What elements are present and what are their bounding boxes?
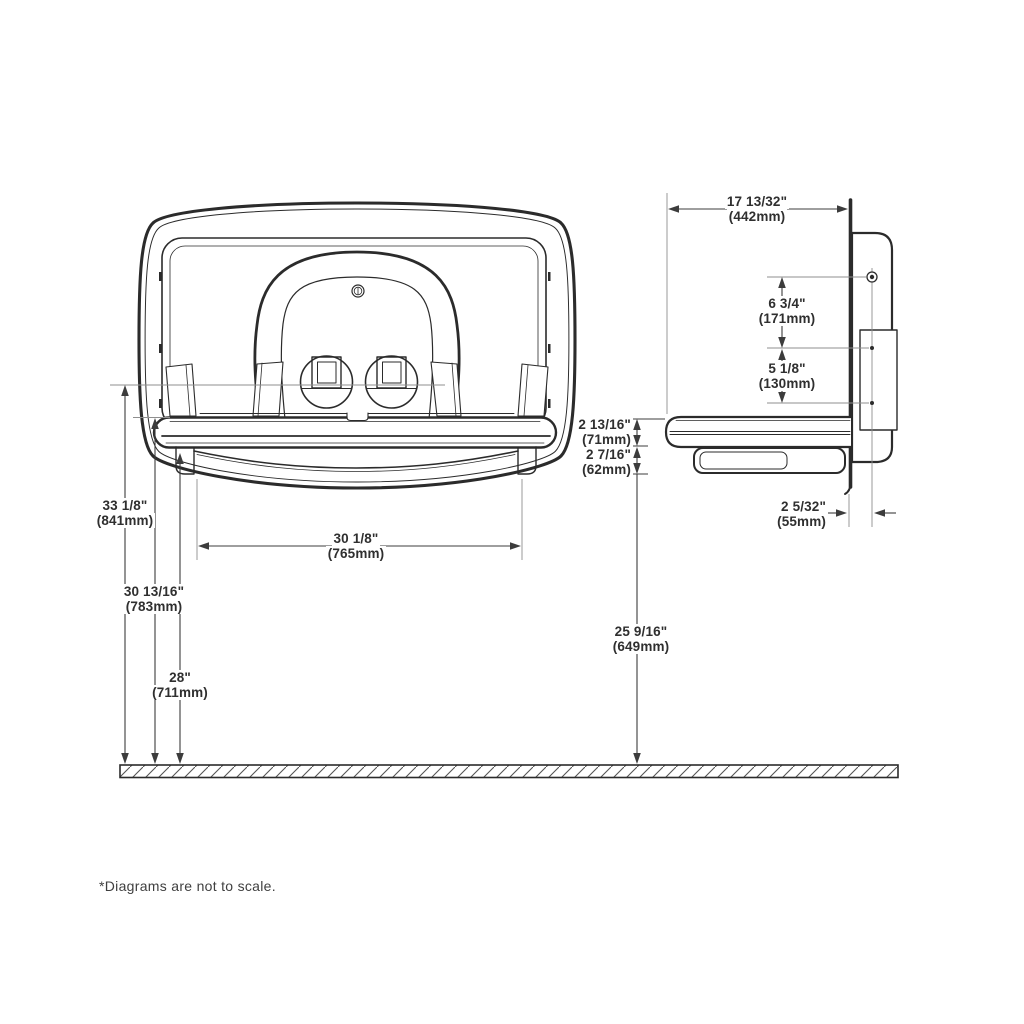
dim-handle-label: 2 7/16" (62mm): [580, 447, 633, 477]
dim-tray-edge-label: 2 13/16" (71mm): [576, 417, 633, 447]
mounting-bracket: [859, 329, 898, 431]
dim-tray-top-height-label: 30 13/16" (783mm): [121, 584, 187, 614]
dim-upper-mount-spacing-label: 6 3/4" (171mm): [756, 296, 818, 326]
dim-wall-projection-label: 2 5/32" (55mm): [775, 499, 828, 529]
liner-pull-tab: [346, 412, 369, 422]
dim-surface-height-label: 28" (711mm): [150, 670, 210, 700]
dim-bed-width-label: 30 1/8" (765mm): [325, 531, 387, 561]
scale-disclaimer: *Diagrams are not to scale.: [99, 878, 276, 894]
dim-overall-height-label: 33 1/8" (841mm): [94, 498, 156, 528]
bed-side-bands: [165, 361, 549, 417]
floor-line: [119, 764, 899, 779]
changing-station-front-view: [137, 201, 577, 490]
dim-depth-label: 17 13/32" (442mm): [724, 194, 790, 224]
latch-cups: [299, 355, 419, 409]
dim-lower-mount-spacing-label: 5 1/8" (130mm): [756, 361, 818, 391]
dim-open-height-label: 25 9/16" (649mm): [610, 624, 672, 654]
changing-station-side-view: [664, 198, 898, 495]
mount-tick-marks: [159, 272, 551, 408]
handle-side-profile: [693, 447, 846, 474]
screw-icon: [351, 284, 365, 298]
